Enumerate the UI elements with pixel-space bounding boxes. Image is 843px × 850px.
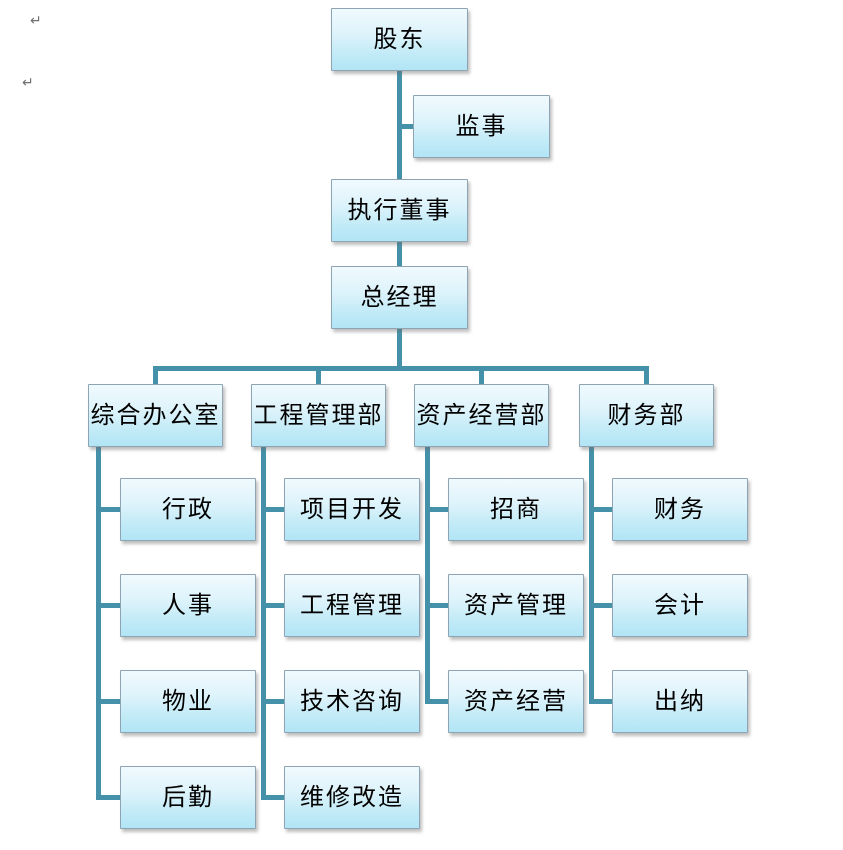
- connector-gm-bus: [397, 328, 402, 368]
- org-node-finance-dept[interactable]: 财务部: [579, 384, 714, 447]
- org-node-label: 综合办公室: [90, 402, 221, 429]
- connector-drop-dept-2: [261, 446, 266, 800]
- connector-stub-child: [589, 699, 614, 704]
- org-node-maintenance-renovation[interactable]: 维修改造: [284, 766, 420, 829]
- org-node-label: 资产经营部: [416, 402, 547, 429]
- org-node-technical-consulting[interactable]: 技术咨询: [284, 670, 420, 733]
- connector-stub-child: [425, 507, 450, 512]
- org-node-asset-operation-dept[interactable]: 资产经营部: [414, 384, 549, 447]
- org-node-supervisor[interactable]: 监事: [413, 95, 550, 158]
- org-node-hr[interactable]: 人事: [120, 574, 256, 637]
- org-node-project-development[interactable]: 项目开发: [284, 478, 420, 541]
- connector-stub-child: [261, 795, 286, 800]
- org-node-property[interactable]: 物业: [120, 670, 256, 733]
- org-node-label: 会计: [654, 592, 706, 619]
- org-node-cashier[interactable]: 出纳: [612, 670, 748, 733]
- connector-drop-dept-1: [96, 446, 101, 800]
- org-node-general-office[interactable]: 综合办公室: [88, 384, 223, 447]
- connector-stub-child: [96, 795, 122, 800]
- connector-director-gm: [397, 241, 402, 267]
- connector-stub-child: [261, 699, 286, 704]
- connector-department-bus: [153, 366, 649, 371]
- connector-stub-child: [425, 603, 450, 608]
- org-node-label: 执行董事: [347, 197, 452, 224]
- org-node-general-manager[interactable]: 总经理: [331, 266, 468, 329]
- connector-stub-child: [425, 699, 450, 704]
- org-node-label: 项目开发: [300, 496, 404, 523]
- connector-stub-child: [96, 699, 122, 704]
- org-node-asset-management[interactable]: 资产管理: [448, 574, 584, 637]
- org-node-executive-director[interactable]: 执行董事: [331, 179, 468, 242]
- org-node-label: 物业: [162, 688, 214, 715]
- org-node-label: 财务部: [607, 402, 686, 429]
- connector-stub-child: [96, 603, 122, 608]
- connector-stub-child: [96, 507, 122, 512]
- org-node-administration[interactable]: 行政: [120, 478, 256, 541]
- org-node-label: 技术咨询: [300, 688, 404, 715]
- org-node-label: 出纳: [654, 688, 706, 715]
- connector-stub-child: [261, 603, 286, 608]
- org-node-label: 工程管理部: [253, 402, 384, 429]
- org-node-logistics[interactable]: 后勤: [120, 766, 256, 829]
- connector-stub-dept-2: [316, 369, 321, 385]
- paragraph-mark: ↵: [30, 13, 42, 29]
- org-node-label: 维修改造: [300, 784, 404, 811]
- org-node-finance[interactable]: 财务: [612, 478, 748, 541]
- org-node-engineering-management[interactable]: 工程管理: [284, 574, 420, 637]
- org-node-label: 资产管理: [464, 592, 568, 619]
- connector-drop-dept-4: [589, 446, 594, 704]
- org-node-label: 行政: [162, 496, 214, 523]
- org-node-label: 股东: [373, 26, 426, 53]
- org-node-label: 财务: [654, 496, 706, 523]
- org-node-accounting[interactable]: 会计: [612, 574, 748, 637]
- org-node-label: 后勤: [162, 784, 214, 811]
- org-node-shareholders[interactable]: 股东: [331, 8, 468, 71]
- org-node-label: 招商: [490, 496, 542, 523]
- connector-stub-dept-4: [644, 369, 649, 385]
- org-node-label: 资产经营: [464, 688, 568, 715]
- connector-drop-dept-3: [425, 446, 430, 704]
- connector-stub-child: [589, 603, 614, 608]
- org-node-label: 人事: [162, 592, 214, 619]
- org-node-asset-operation[interactable]: 资产经营: [448, 670, 584, 733]
- org-node-investment-attraction[interactable]: 招商: [448, 478, 584, 541]
- connector-stub-dept-1: [153, 369, 158, 385]
- org-node-label: 工程管理: [300, 592, 404, 619]
- connector-stub-dept-3: [479, 369, 484, 385]
- connector-stub-child: [589, 507, 614, 512]
- org-node-label: 监事: [455, 113, 508, 140]
- paragraph-mark: ↵: [22, 75, 34, 91]
- connector-stub-child: [261, 507, 286, 512]
- connector-supervisor-branch: [399, 124, 414, 129]
- org-node-engineering-dept[interactable]: 工程管理部: [251, 384, 386, 447]
- org-node-label: 总经理: [360, 284, 439, 311]
